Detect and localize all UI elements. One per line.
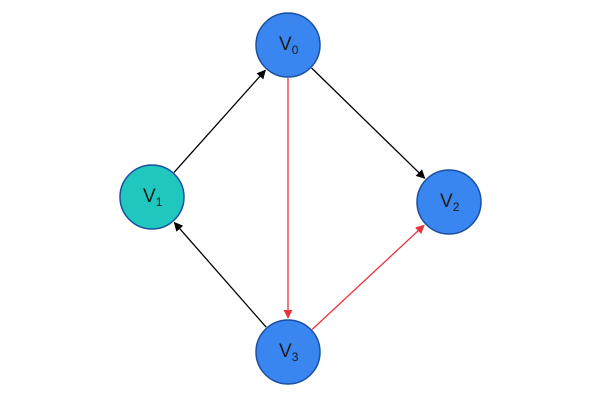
node-v2: V2 xyxy=(416,169,482,235)
node-v0-subscript: 0 xyxy=(292,43,299,57)
node-v1: V1 xyxy=(119,164,185,230)
node-v1-subscript: 1 xyxy=(156,195,163,209)
edge-v0-v2 xyxy=(311,67,426,179)
node-v1-name: V xyxy=(143,186,156,207)
node-v0-name: V xyxy=(279,34,292,55)
node-v3: V3 xyxy=(255,319,321,385)
node-v3-name: V xyxy=(279,341,292,362)
node-v3-subscript: 3 xyxy=(292,350,299,364)
node-v1-circle xyxy=(119,164,185,230)
edge-v3-v2 xyxy=(311,224,425,330)
node-v0-circle xyxy=(255,12,321,78)
node-v2-subscript: 2 xyxy=(453,200,460,214)
edge-v1-v0 xyxy=(173,69,266,173)
node-v3-label: V3 xyxy=(279,341,299,364)
node-v2-label: V2 xyxy=(440,191,460,214)
node-v2-circle xyxy=(416,169,482,235)
node-v0: V0 xyxy=(255,12,321,78)
node-v2-name: V xyxy=(440,191,453,212)
nodes: V0 V1 V2 V3 xyxy=(119,12,482,385)
node-v0-label: V0 xyxy=(279,34,299,57)
node-v1-label: V1 xyxy=(143,186,163,209)
node-v3-circle xyxy=(255,319,321,385)
edges xyxy=(173,67,426,330)
edge-v3-v1 xyxy=(173,221,267,328)
